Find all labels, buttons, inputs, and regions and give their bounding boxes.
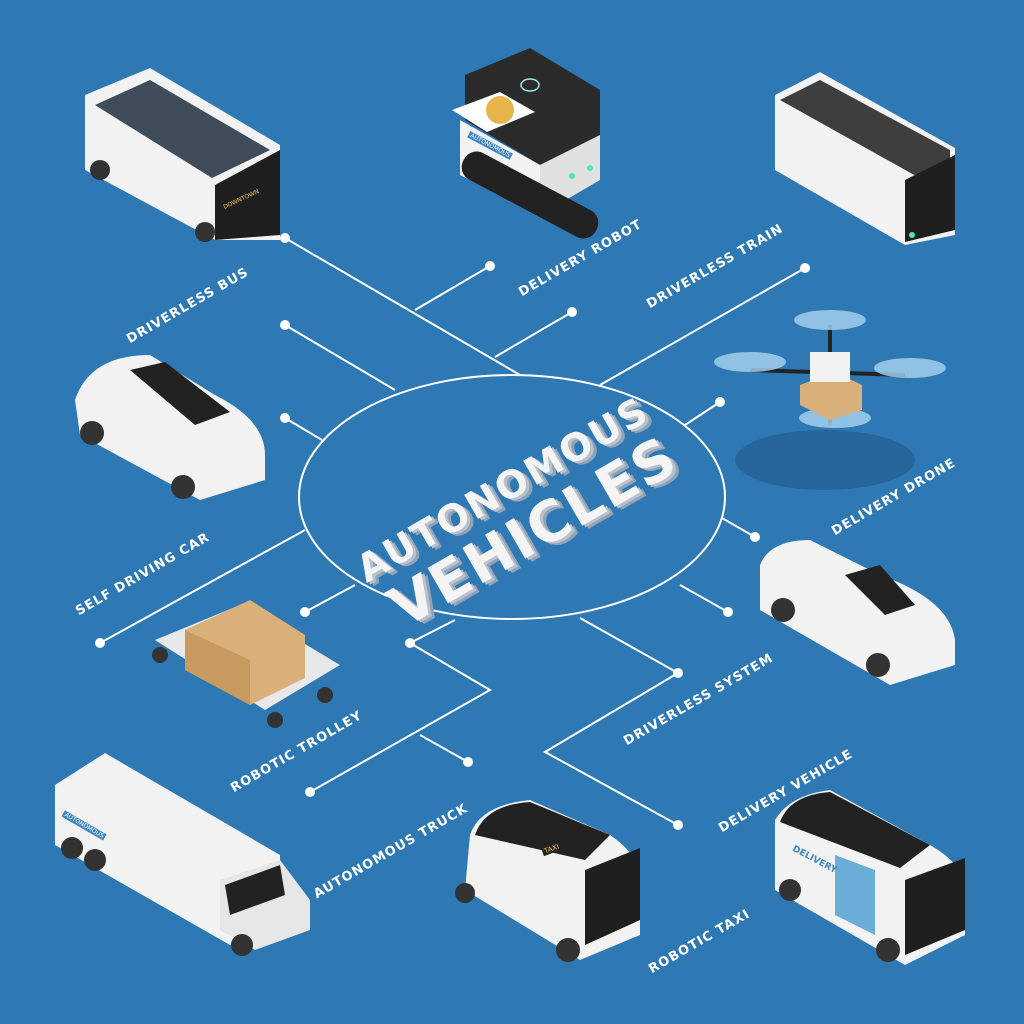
connector-car-2: [284, 417, 323, 441]
connector-lines: [99, 237, 806, 826]
connector-robot-2: [494, 311, 573, 358]
connector-train: [599, 267, 806, 386]
connector-trolley: [304, 584, 356, 613]
connector-truck: [309, 619, 493, 793]
connector-car: [284, 324, 396, 391]
connector-robot: [414, 265, 491, 311]
connector-drone-2: [721, 517, 756, 538]
autonomous-truck-illustration: [55, 753, 310, 956]
self-driving-car-illustration: [75, 355, 265, 500]
connector-bus: [284, 237, 521, 376]
connector-trolley-2: [419, 734, 469, 763]
delivery-robot-illustration: [452, 48, 600, 239]
autonomous-sedan-illustration: [760, 540, 955, 685]
delivery-drone-illustration: [714, 310, 946, 490]
driverless-bus-illustration: [85, 68, 280, 242]
connector-sedan: [679, 584, 729, 613]
delivery-vehicle-illustration: [775, 790, 965, 965]
center-ellipse: [298, 374, 726, 620]
connector-dots: [95, 233, 810, 830]
connector-drone: [684, 401, 721, 426]
robotic-trolley-illustration: [152, 600, 340, 728]
robotic-taxi-illustration: [455, 800, 640, 962]
connector-self-driving: [99, 529, 306, 644]
connector-system: [542, 617, 680, 826]
driverless-train-illustration: [775, 72, 955, 245]
